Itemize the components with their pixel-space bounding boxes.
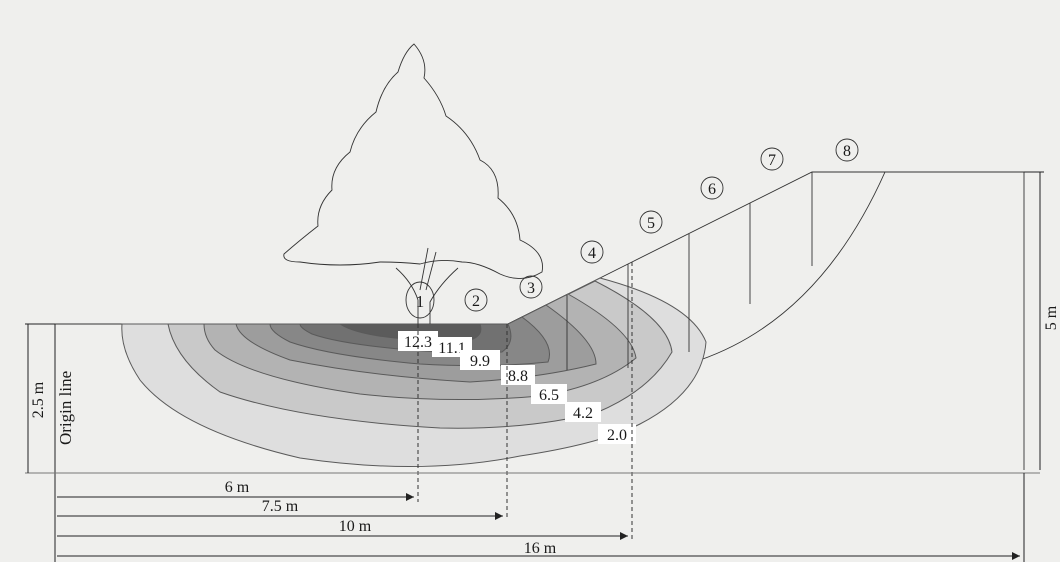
tree-crown <box>283 43 543 279</box>
depth-dimension-label: 2.5 m <box>30 381 47 418</box>
distance-label-10m: 10 m <box>339 518 372 535</box>
distance-dimension-6m: 6 m <box>57 479 414 501</box>
contour-label-11-1: 11.1 <box>438 340 465 357</box>
origin-line-label: Origin line <box>56 371 75 445</box>
height-dimension-label: 5 m <box>1043 305 1060 330</box>
reference-lines <box>417 262 633 540</box>
distance-dimensions: 6 m 7.5 m 10 m 16 m <box>57 473 1025 562</box>
height-dimension: 5 m <box>1024 171 1060 470</box>
slice-marker-6: 6 <box>700 176 724 200</box>
contour-label-9-9: 9.9 <box>470 353 490 370</box>
slice-label-1: 1 <box>416 292 425 311</box>
contour-label-8-8: 8.8 <box>508 368 528 385</box>
slice-label-7: 7 <box>768 152 776 169</box>
contour-labels: 12.3 11.1 9.9 8.8 6.5 4.2 2.0 <box>398 331 636 444</box>
contour-label-12-3: 12.3 <box>404 334 432 351</box>
slice-marker-4: 4 <box>580 240 604 264</box>
slice-marker-1: 1 <box>416 292 425 311</box>
slice-marker-3: 3 <box>519 275 543 299</box>
contour-label-4-2: 4.2 <box>573 405 593 422</box>
distance-label-7-5m: 7.5 m <box>262 498 299 515</box>
tree-trunk <box>395 247 459 324</box>
slice-label-5: 5 <box>647 215 655 232</box>
contour-label-6-5: 6.5 <box>539 387 559 404</box>
slice-lines <box>566 172 813 370</box>
distance-dimension-10m: 10 m <box>57 518 628 540</box>
tree <box>283 43 543 324</box>
slice-marker-8: 8 <box>835 138 859 162</box>
slice-label-3: 3 <box>527 280 535 297</box>
slice-marker-5: 5 <box>639 210 663 234</box>
distance-dimension-7-5m: 7.5 m <box>57 498 503 520</box>
slice-label-4: 4 <box>588 245 596 262</box>
distance-label-16m: 16 m <box>524 540 557 557</box>
slice-markers: 1 2 3 4 5 6 7 8 <box>416 138 859 312</box>
slice-label-8: 8 <box>843 143 851 160</box>
tree-root-circle <box>405 281 435 319</box>
slice-label-2: 2 <box>472 293 480 310</box>
contour-label-2-0: 2.0 <box>607 427 627 444</box>
distance-dimension-16m: 16 m <box>57 473 1025 562</box>
slice-marker-2: 2 <box>464 288 488 312</box>
slice-marker-7: 7 <box>760 147 784 171</box>
distance-label-6m: 6 m <box>225 479 250 496</box>
slice-label-6: 6 <box>708 181 716 198</box>
depth-dimension: 2.5 m <box>27 324 47 473</box>
